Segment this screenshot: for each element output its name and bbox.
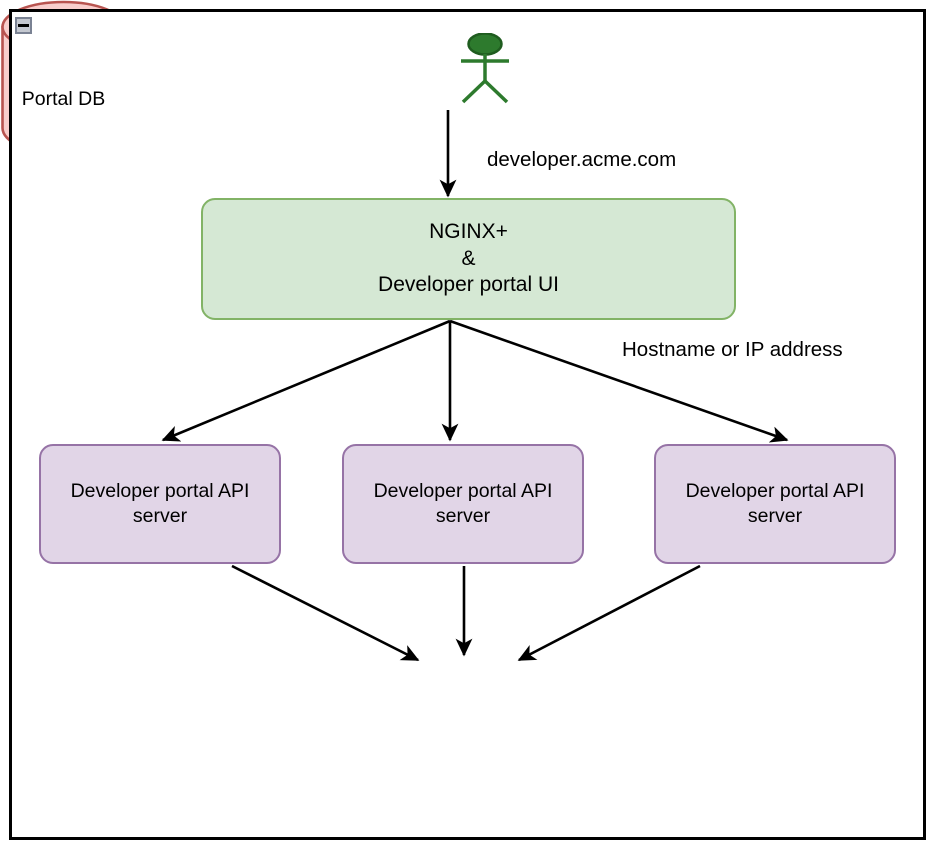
node-api-server-3-label: Developer portal API server [685,480,865,527]
edge-label-domain: developer.acme.com [487,148,677,171]
node-nginx-label: NGINX+ & Developer portal UI [378,219,559,297]
collapse-minus-icon[interactable] [15,17,32,34]
edge-label-hostname: Hostname or IP address [622,338,843,361]
user-actor [455,32,515,105]
diagram-frame [9,9,926,840]
node-portal-db-label: Portal DB [21,88,106,110]
node-api-server-1[interactable]: Developer portal API server [39,444,281,564]
node-api-server-3[interactable]: Developer portal API server [654,444,896,564]
node-nginx-developer-portal-ui[interactable]: NGINX+ & Developer portal UI [201,198,736,320]
node-api-server-2[interactable]: Developer portal API server [342,444,584,564]
node-api-server-1-label: Developer portal API server [70,480,250,527]
minus-bar [18,24,29,27]
node-api-server-2-label: Developer portal API server [373,480,553,527]
